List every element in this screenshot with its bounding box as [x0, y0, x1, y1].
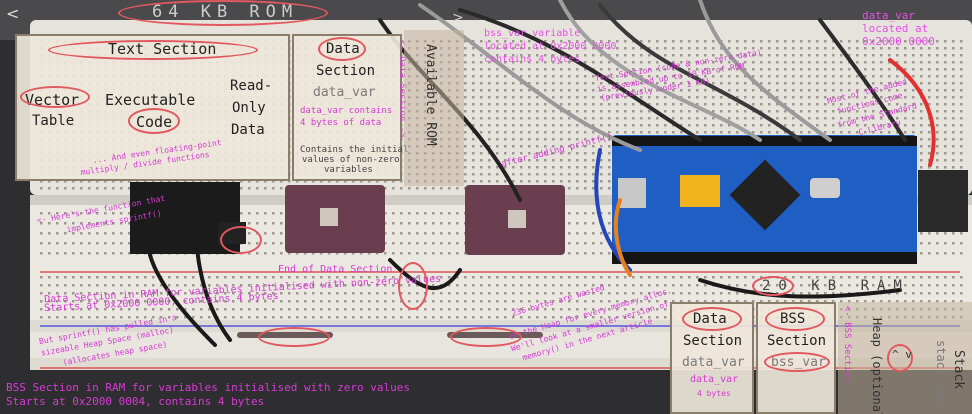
rom-data-initial-1: Contains the initial: [300, 145, 408, 155]
rom-data-contains-2: 4 bytes of data: [300, 118, 381, 129]
ram-data-ring: [682, 307, 742, 331]
bss-located-1: bss_var variable: [484, 28, 580, 39]
ram-data-var: data_var: [682, 355, 745, 370]
data-located-2: located at: [862, 23, 928, 34]
rom-data-initial-2: values of non-zero: [302, 155, 400, 165]
ram-stack-var: stack_var: [934, 340, 948, 405]
vector-ring: [20, 86, 90, 108]
rom-data-contains-1: data_var contains: [300, 106, 392, 117]
text-section-ring: [48, 40, 258, 60]
rom-arrow-left: <: [6, 4, 19, 23]
readonly-data-label: Data: [231, 122, 265, 138]
ram-data-var2: data_var: [690, 374, 738, 385]
rom-data-title-2: Section: [316, 63, 375, 79]
data-located-1: data_var: [862, 10, 915, 21]
available-rom-label: Available ROM: [423, 44, 438, 146]
bss-ram-note-1: BSS Section in RAM for variables initial…: [6, 382, 410, 393]
rom-arrow-right: >: [452, 10, 464, 26]
ram-data-size: 4 bytes: [697, 388, 731, 399]
rom-data-var: data_var: [313, 85, 376, 100]
ram-bss-ring: [765, 307, 825, 331]
read-label: Read-: [230, 78, 272, 94]
ram-label-ring: [752, 276, 794, 296]
ram-data-section: Section: [683, 333, 742, 349]
heap-ring-left: [258, 327, 330, 347]
data-located-3: 0x2000 0000: [862, 36, 935, 47]
end-data-note: End of Data Section: [278, 264, 392, 275]
table-label: Table: [32, 113, 74, 129]
ram-stack-label: Stack: [951, 350, 966, 389]
only-label: Only: [232, 100, 266, 116]
bss-ram-note-2: Starts at 0x2000 0004, contains 4 bytes: [6, 396, 264, 407]
ram-heap-label: Heap (optional): [870, 318, 884, 414]
executable-label: Executable: [105, 91, 195, 109]
rom-data-ring: [318, 37, 366, 61]
function-ring: [220, 226, 262, 254]
rom-title-ring: [118, 0, 328, 26]
code-ring: [128, 108, 180, 134]
bss-located-3: contains 4 bytes: [484, 54, 580, 65]
rom-data-initial-3: variables: [324, 165, 373, 175]
ram-bss-vertical: <- BSS Section: [841, 306, 852, 382]
bss-located-2: located at 0x2000 0000: [484, 41, 616, 52]
ram-bss-section: Section: [767, 333, 826, 349]
ram-bss-var-ring: [764, 352, 830, 372]
ram-arrows: ^ v: [892, 348, 912, 361]
